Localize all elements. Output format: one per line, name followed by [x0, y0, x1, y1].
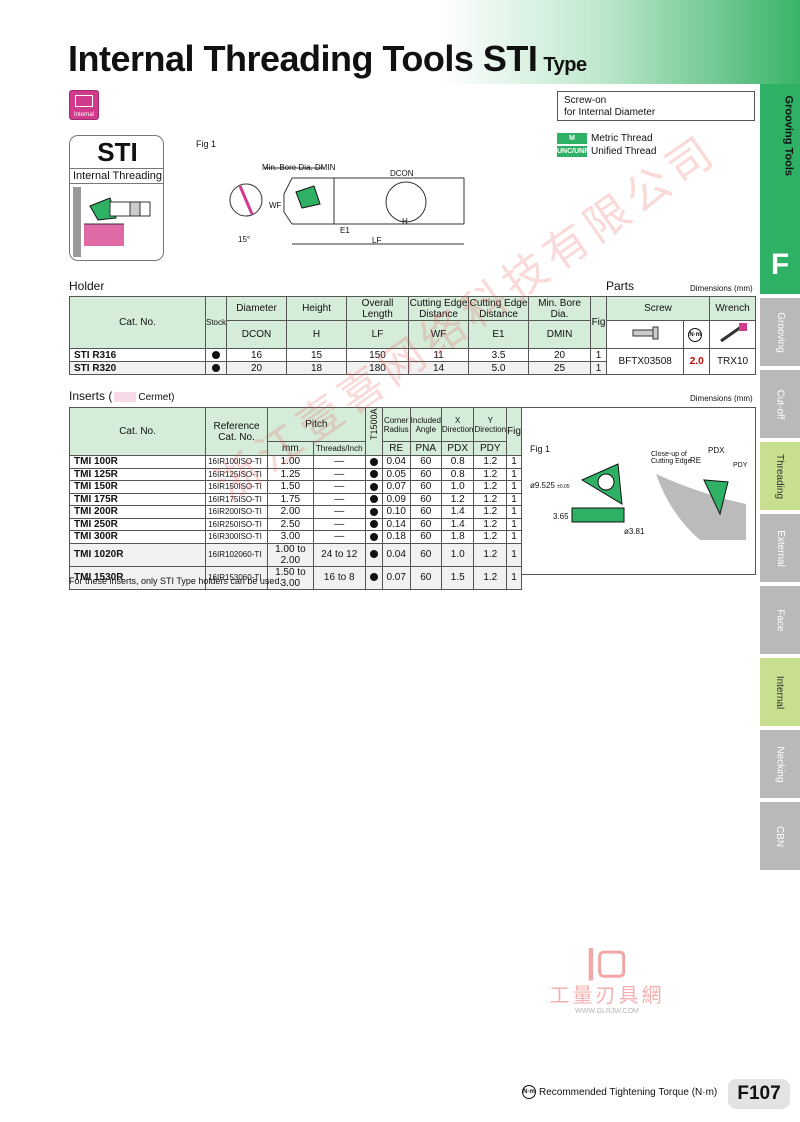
table-row: STI R316 16 15 150 11 3.5 20 1 BFTX03508… — [69, 348, 756, 375]
inserts-note: For these inserts, only STI Type holders… — [69, 576, 282, 586]
torque-icon: N·m — [683, 320, 710, 349]
screw-icon — [606, 320, 685, 349]
tab-face[interactable]: Face — [760, 586, 800, 654]
screw-code: BFTX03508 — [606, 348, 685, 375]
pdx-label: PDX — [708, 446, 725, 455]
tab-threading[interactable]: Threading — [760, 442, 800, 510]
inserts-heading: Inserts (Cermet) — [69, 389, 175, 403]
d2-label: ø3.81 — [624, 527, 645, 536]
inserts-dims-note: Dimensions (mm) — [690, 394, 753, 403]
grade-dot-icon — [369, 470, 378, 479]
stock-dot-icon — [212, 350, 220, 359]
grade-dot-icon — [369, 550, 378, 559]
fig-e1-label: E1 — [340, 226, 350, 235]
table-row: STI R320 20 18 180 14 5.0 25 1 — [69, 361, 756, 375]
insert-diagram — [571, 463, 746, 540]
torque-value: 2.0 — [683, 348, 710, 375]
d1-label: ø9.525 ±0.05 — [530, 481, 570, 490]
tab-grooving-tools[interactable] — [760, 84, 800, 236]
stock-dot-icon — [212, 363, 220, 372]
grade-dot-icon — [369, 507, 378, 516]
logo-mark-icon: |▢ — [586, 943, 628, 981]
pdy-label: PDY — [733, 462, 748, 469]
sti-name: Internal Threading — [70, 168, 163, 184]
parts-heading: Parts — [606, 279, 635, 293]
internal-threading-illustration — [73, 187, 151, 257]
fig-h-label: H — [402, 217, 408, 226]
fig-angle-label: 15° — [238, 235, 251, 244]
tab-cut-off[interactable]: Cut-off — [760, 370, 800, 438]
holder-table: Cat. No. Stock Diameter Height Overall L… — [69, 296, 756, 375]
tab-section-f[interactable]: F — [760, 236, 800, 294]
holder-dims-note: Dimensions (mm) — [690, 284, 753, 293]
thickness-label: 3.65 — [553, 512, 569, 521]
fig-min-bore-label: Min. Bore Dia. DMIN — [262, 163, 336, 172]
closeup-label: Close-up of Cutting Edge — [651, 451, 692, 465]
holder-heading: Holder — [69, 279, 105, 293]
holder-diagram — [229, 167, 465, 245]
wrench-code: TRX10 — [709, 348, 756, 375]
grade-dot-icon — [369, 457, 378, 466]
internal-icon: Internal — [69, 90, 99, 120]
sti-type-box: STI Internal Threading — [69, 135, 164, 261]
sti-code: STI — [97, 137, 138, 167]
tab-cbn[interactable]: CBN — [760, 802, 800, 870]
mount-type-box: Screw-on for Internal Diameter — [557, 91, 755, 121]
fig-lf-label: LF — [372, 236, 382, 245]
torque-nm-icon: N·m — [522, 1085, 536, 1099]
site-logo: |▢ 工量刃具網 WWW.GLRJW.COM — [537, 945, 677, 1015]
insert-fig-label: Fig 1 — [530, 444, 551, 454]
grade-dot-icon — [369, 573, 378, 582]
fig-dcon-label: DCON — [390, 169, 414, 178]
fig-wf-label: WF — [269, 201, 282, 210]
tab-internal[interactable]: Internal — [760, 658, 800, 726]
inserts-table: Cat. No. Reference Cat. No. Pitch T1500A… — [68, 407, 522, 590]
tab-grooving[interactable]: Grooving — [760, 298, 800, 366]
page-number: F107 — [728, 1079, 790, 1109]
grade-dot-icon — [369, 482, 378, 491]
grade-dot-icon — [369, 495, 378, 504]
header-band — [0, 0, 800, 84]
wrench-icon — [709, 320, 756, 349]
tab-external[interactable]: External — [760, 514, 800, 582]
grade-dot-icon — [369, 532, 378, 541]
side-tabs: Grooving Cut-off Threading External Face… — [760, 84, 800, 874]
tab-necking[interactable]: Necking — [760, 730, 800, 798]
insert-figure-frame — [522, 407, 756, 575]
grade-dot-icon — [369, 520, 378, 529]
re-label: RE — [690, 456, 702, 465]
holder-fig-label: Fig 1 — [196, 139, 217, 149]
